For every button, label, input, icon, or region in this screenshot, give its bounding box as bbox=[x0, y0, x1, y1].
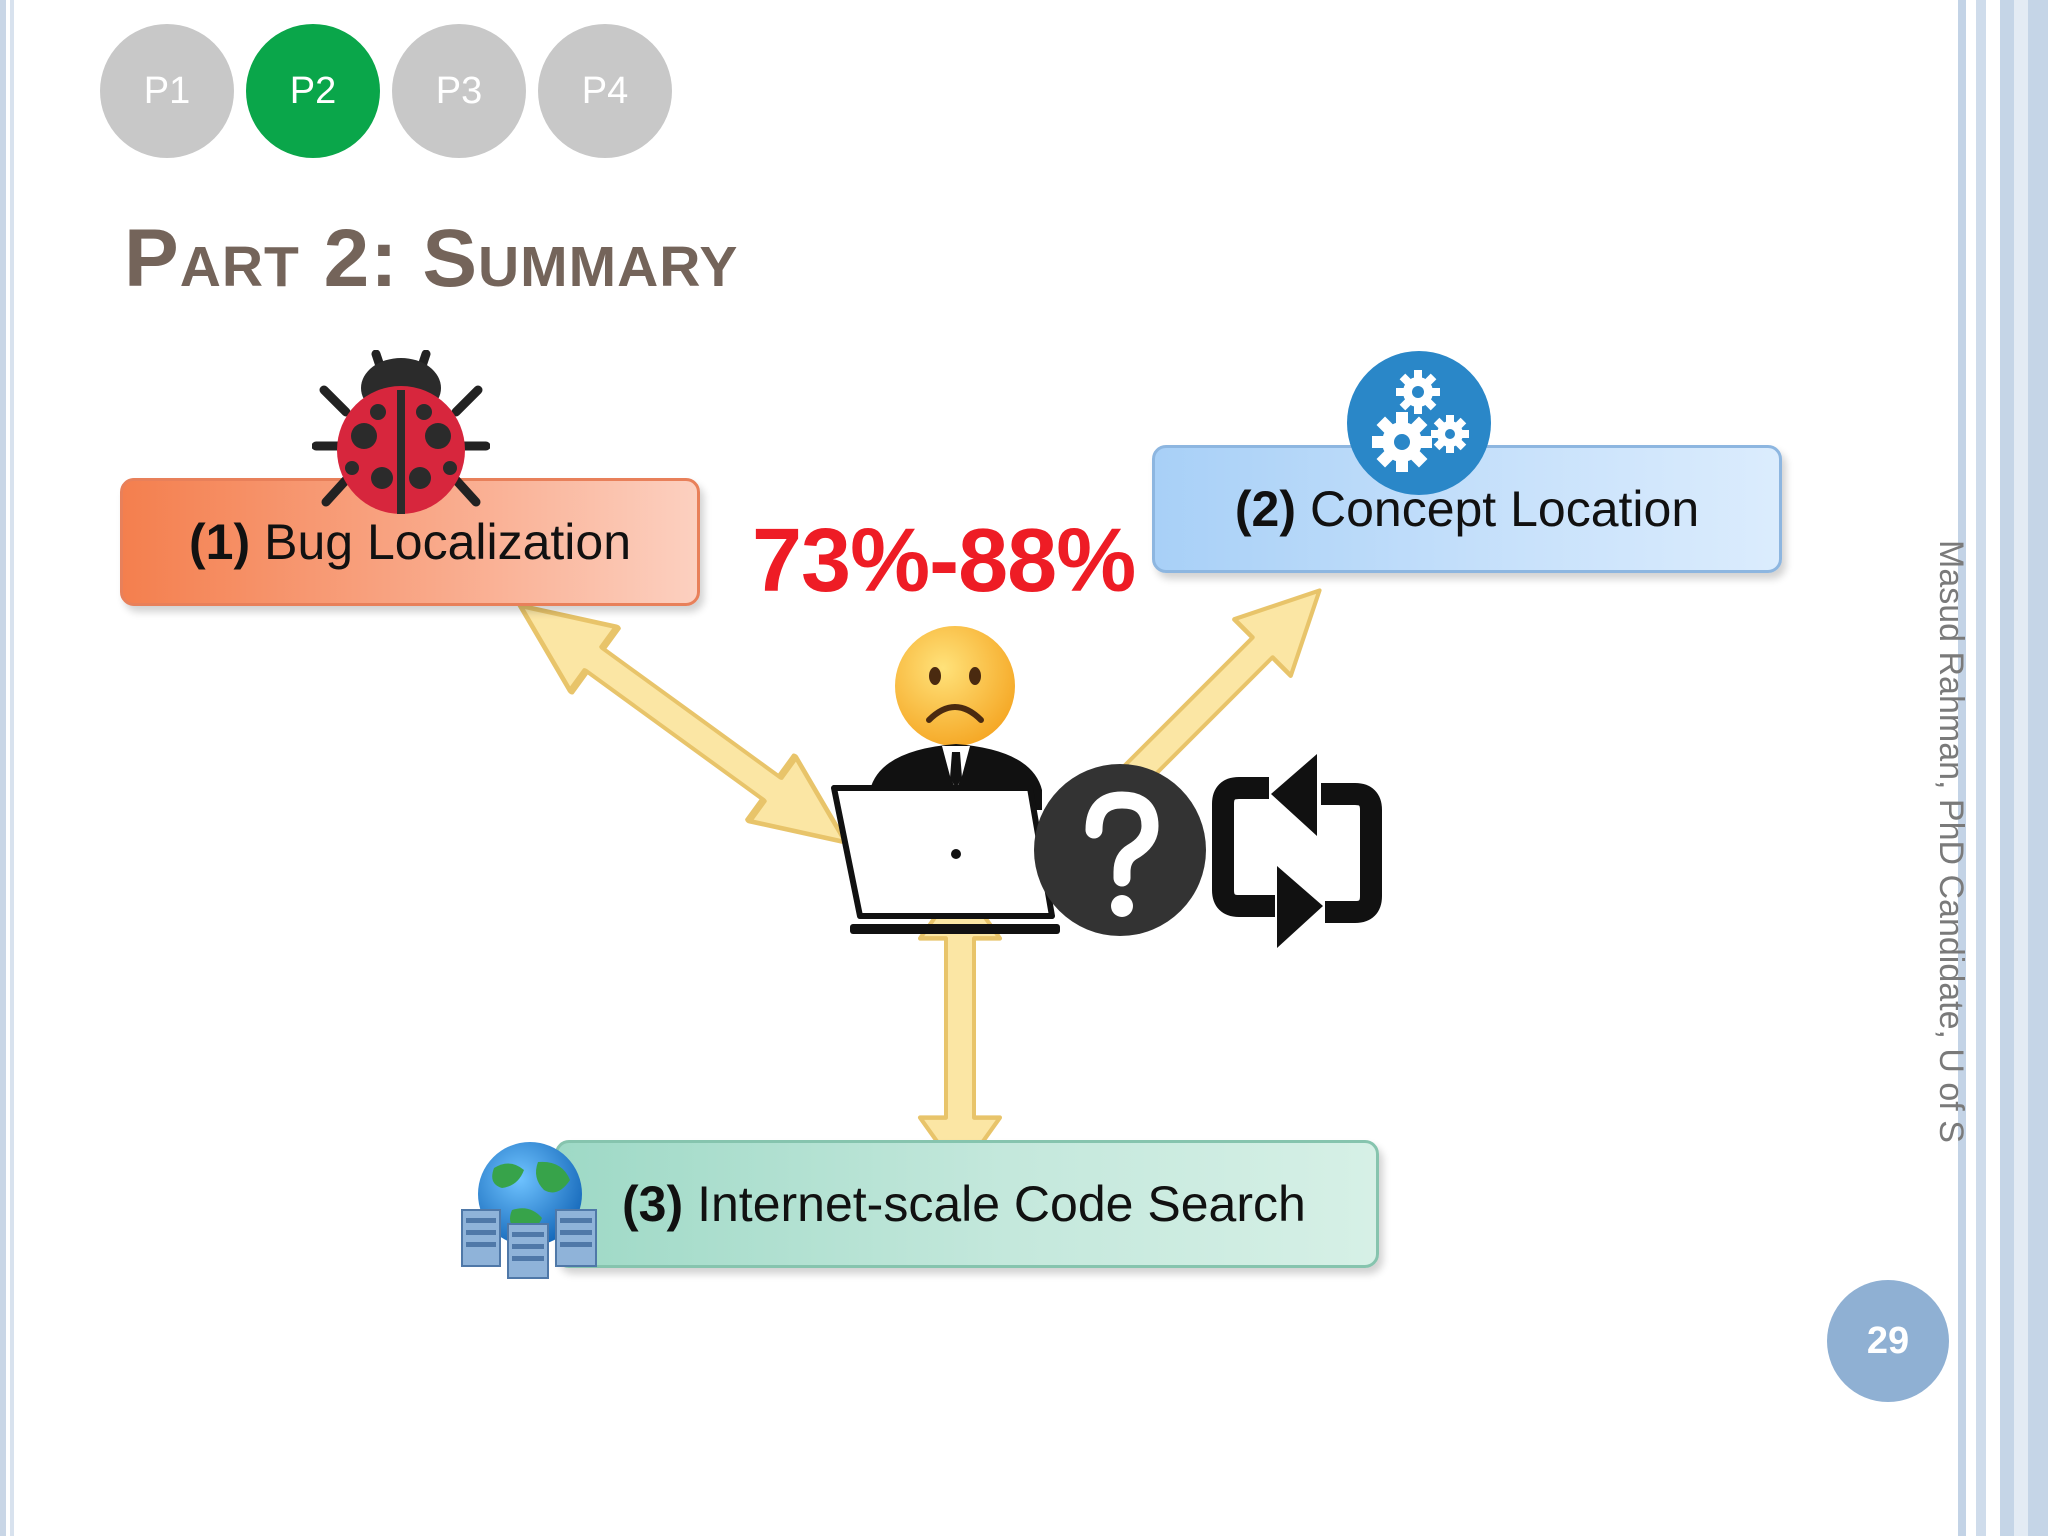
refresh-cycle-icon bbox=[1212, 754, 1382, 948]
accuracy-stat: 73%-88% bbox=[752, 511, 1136, 611]
right-decor-rail bbox=[1956, 0, 2048, 1536]
left-decor-rail bbox=[0, 0, 22, 1536]
code-search-label: Internet-scale Code Search bbox=[697, 1176, 1306, 1232]
bug-localization-label: Bug Localization bbox=[264, 514, 632, 570]
nav-pill-p1[interactable]: P1 bbox=[100, 24, 234, 158]
page-number-badge: 29 bbox=[1827, 1280, 1949, 1402]
sad-face-icon bbox=[895, 626, 1015, 746]
concept-location-number: (2) bbox=[1234, 481, 1296, 537]
ladybug-icon bbox=[312, 350, 490, 514]
bug-localization-box: (1) Bug Localization bbox=[120, 478, 700, 606]
question-icon bbox=[1034, 764, 1206, 936]
concept-location-label: Concept Location bbox=[1309, 481, 1700, 537]
developer-laptop-icon bbox=[831, 744, 1060, 934]
slide-title: Part 2: Summary bbox=[124, 213, 739, 304]
code-search-box: (3) Internet-scale Code Search bbox=[555, 1140, 1379, 1268]
gears-icon bbox=[1347, 351, 1491, 495]
nav-pill-p3[interactable]: P3 bbox=[392, 24, 526, 158]
globe-servers-icon bbox=[461, 1142, 597, 1279]
arrow-laptop-to-concept bbox=[1120, 588, 1322, 790]
code-search-number: (3) bbox=[622, 1176, 684, 1232]
author-credit: Masud Rahman, PhD Candidate, U of S bbox=[1932, 540, 1970, 1143]
nav-pill-p4[interactable]: P4 bbox=[538, 24, 672, 158]
bug-localization-number: (1) bbox=[188, 514, 251, 570]
arrow-bug-to-laptop bbox=[516, 602, 850, 846]
nav-pill-p2[interactable]: P2 bbox=[246, 24, 380, 158]
